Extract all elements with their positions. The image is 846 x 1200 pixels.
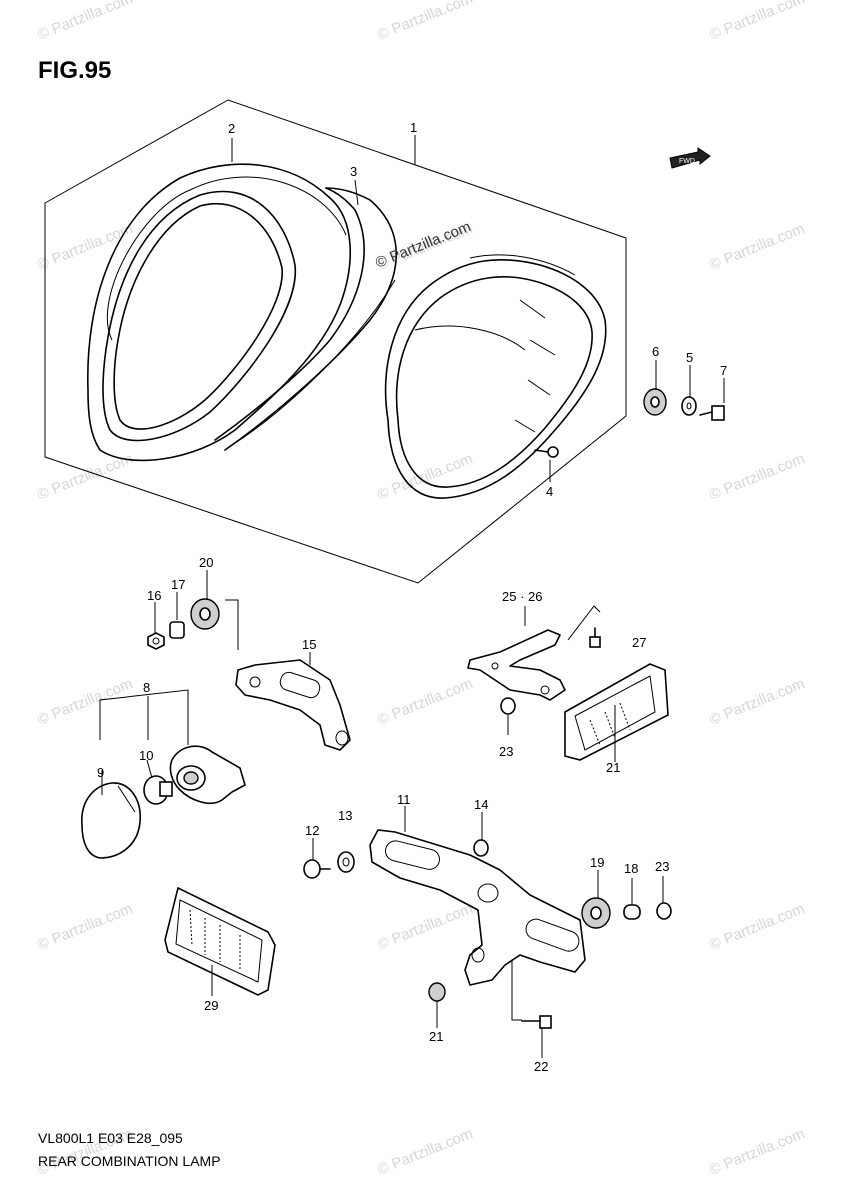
watermark-text: © Partzilla.com bbox=[375, 675, 475, 729]
part-15-bracket bbox=[235, 659, 351, 751]
watermark-text: © Partzilla.com bbox=[707, 900, 807, 954]
part-5-washer bbox=[681, 396, 697, 416]
leader-lines bbox=[101, 135, 725, 1058]
callout-14: 14 bbox=[474, 797, 488, 812]
part-3-housing bbox=[87, 163, 397, 462]
lamp-lens-body bbox=[384, 254, 607, 499]
callout-21-lower: 21 bbox=[429, 1029, 443, 1044]
watermark-text: © Partzilla.com bbox=[35, 0, 135, 44]
part-17-spacer bbox=[169, 621, 185, 639]
part-23-nut-upper bbox=[500, 697, 516, 715]
callout-4: 4 bbox=[546, 484, 553, 499]
part-18-collar bbox=[623, 904, 641, 920]
callout-3: 3 bbox=[350, 164, 357, 179]
figure-name: REAR COMBINATION LAMP bbox=[38, 1153, 221, 1169]
part-14-nut bbox=[473, 839, 489, 857]
fwd-label: FWD bbox=[679, 158, 695, 165]
watermark-text: © Partzilla.com bbox=[375, 900, 475, 954]
callout-20: 20 bbox=[199, 555, 213, 570]
watermark-text: © Partzilla.com bbox=[707, 450, 807, 504]
callout-23-upper: 23 bbox=[499, 744, 513, 759]
callout-9: 9 bbox=[97, 765, 104, 780]
leader-20-dash bbox=[225, 599, 239, 650]
leader-22-dash bbox=[511, 960, 522, 1021]
part-21-nut-lower bbox=[428, 982, 446, 1002]
watermark-text: © Partzilla.com bbox=[707, 675, 807, 729]
watermark-text: © Partzilla.com bbox=[375, 1125, 475, 1179]
callouts: 1 2 3 4 5 6 7 8 9 10 11 12 13 14 15 16 1… bbox=[97, 120, 727, 1074]
watermark-text: © Partzilla.com bbox=[35, 675, 135, 729]
part-4-screw bbox=[534, 446, 559, 458]
part-22-screw bbox=[521, 1015, 552, 1029]
callout-15: 15 bbox=[302, 637, 316, 652]
callout-13: 13 bbox=[338, 808, 352, 823]
part-21-reflector-upper bbox=[564, 663, 669, 761]
part-7-screw bbox=[699, 405, 725, 421]
part-23-nut-right bbox=[656, 902, 672, 920]
part-11-bracket bbox=[369, 829, 586, 986]
callout-17: 17 bbox=[171, 577, 185, 592]
leader-8-bracket bbox=[99, 689, 189, 745]
callout-6: 6 bbox=[652, 344, 659, 359]
figure-title: FIG.95 bbox=[38, 57, 111, 84]
watermark-text: © Partzilla.com bbox=[707, 0, 807, 44]
callout-25-26: 25 · 26 bbox=[502, 589, 542, 604]
callout-2: 2 bbox=[228, 121, 235, 136]
callout-27: 27 bbox=[632, 635, 646, 650]
part-12-screw bbox=[303, 859, 331, 879]
fwd-arrow-icon: FWD bbox=[669, 147, 711, 169]
callout-7: 7 bbox=[720, 363, 727, 378]
watermark-text: © Partzilla.com bbox=[707, 1125, 807, 1179]
part-6-grommet bbox=[643, 388, 667, 416]
callout-5: 5 bbox=[686, 350, 693, 365]
callout-12: 12 bbox=[305, 823, 319, 838]
watermark-text: © Partzilla.com bbox=[707, 220, 807, 274]
callout-23-right: 23 bbox=[655, 859, 669, 874]
part-16-nut bbox=[147, 632, 165, 650]
watermark-text: © Partzilla.com bbox=[375, 0, 475, 44]
callout-1: 1 bbox=[410, 120, 417, 135]
assembly-outline bbox=[44, 99, 627, 584]
part-29-reflector bbox=[164, 886, 276, 996]
part-25-26-bracket bbox=[467, 629, 566, 701]
part-8-socket bbox=[169, 745, 246, 805]
callout-11: 11 bbox=[397, 792, 411, 807]
callout-22: 22 bbox=[534, 1059, 548, 1074]
callout-18: 18 bbox=[624, 861, 638, 876]
part-27-screw bbox=[589, 627, 601, 648]
callout-16: 16 bbox=[147, 588, 161, 603]
watermark-text: © Partzilla.com bbox=[35, 900, 135, 954]
callout-19: 19 bbox=[590, 855, 604, 870]
callout-21-upper: 21 bbox=[606, 760, 620, 775]
part-10-bulb bbox=[143, 775, 173, 805]
callout-8: 8 bbox=[143, 680, 150, 695]
inline-watermark: © Partzilla.com bbox=[373, 218, 473, 272]
part-13-washer bbox=[337, 851, 355, 873]
callout-10: 10 bbox=[139, 748, 153, 763]
callout-29: 29 bbox=[204, 998, 218, 1013]
part-20-grommet bbox=[190, 598, 220, 630]
figure-code: VL800L1 E03 E28_095 bbox=[38, 1130, 183, 1146]
leader-27-dash bbox=[567, 605, 601, 641]
part-2-lens-rim bbox=[102, 176, 347, 442]
part-19-grommet bbox=[581, 897, 611, 929]
part-9-signal-lens bbox=[81, 782, 141, 859]
